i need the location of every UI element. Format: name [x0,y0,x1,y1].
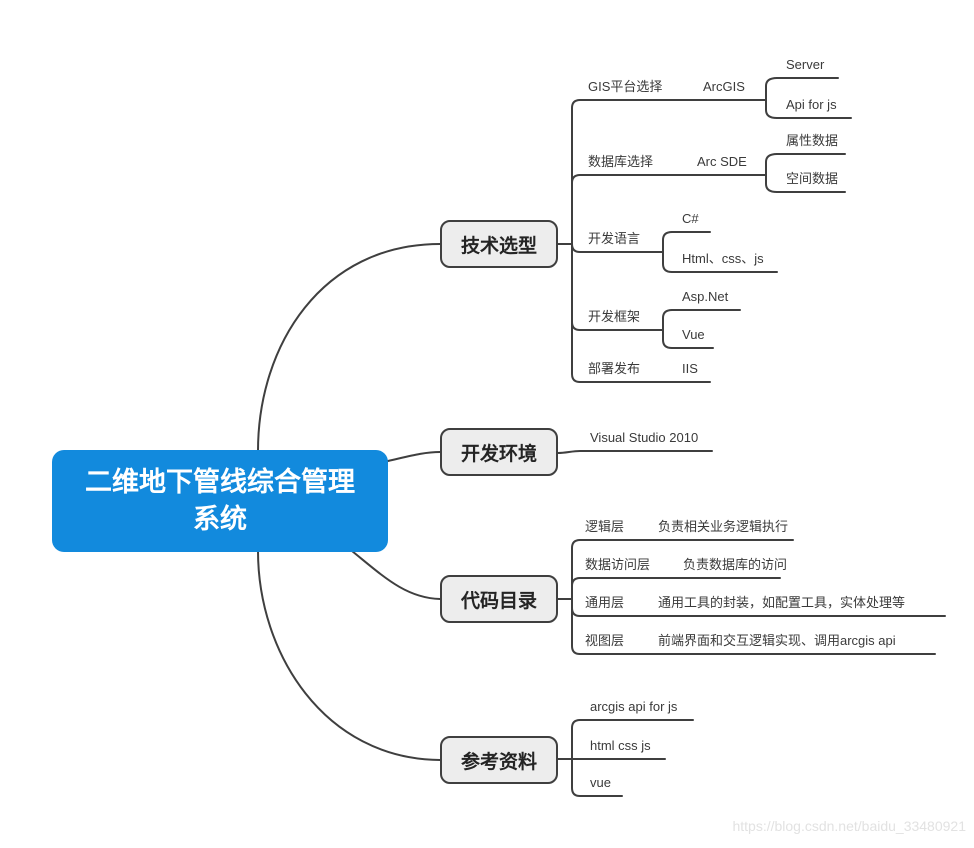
label-api-for-js[interactable]: Api for js [786,97,837,112]
label-aspnet[interactable]: Asp.Net [682,289,729,304]
node-code-label: 代码目录 [460,590,537,612]
label-iis[interactable]: IIS [682,361,698,376]
label-deploy[interactable]: 部署发布 [588,361,641,376]
tech-framework-children-bracket [662,309,673,349]
tech-row-lang-line [571,243,664,253]
ref-trunk [571,719,581,797]
label-server[interactable]: Server [786,57,825,72]
node-env[interactable]: 开发环境 [440,428,558,476]
code-trunk [571,539,581,655]
label-logic-layer[interactable]: 逻辑层 [585,519,625,534]
label-dev-framework[interactable]: 开发框架 [588,309,641,324]
label-ref-arcgis-api[interactable]: arcgis api for js [590,699,678,714]
label-html-css-js[interactable]: Html、css、js [682,251,764,266]
curve-root-to-env [387,451,441,462]
label-arc-sde[interactable]: Arc SDE [697,154,747,169]
curve-root-to-code [351,550,441,600]
label-csharp[interactable]: C# [682,211,699,226]
curve-root-to-ref [257,550,441,761]
tech-lang-children-bracket [662,231,673,273]
label-spatial-data[interactable]: 空间数据 [786,171,839,186]
label-gis-platform[interactable]: GIS平台选择 [588,79,663,94]
label-attr-data[interactable]: 属性数据 [786,133,839,148]
root-topic[interactable]: 二维地下管线综合管理系统 [52,450,388,552]
node-tech[interactable]: 技术选型 [440,220,558,268]
node-ref-label: 参考资料 [460,751,537,773]
node-env-label: 开发环境 [460,443,537,465]
tech-gis-children-bracket [765,77,778,119]
code-row-dataaccess-line [571,577,781,587]
label-ref-vue[interactable]: vue [590,775,611,790]
label-arcgis[interactable]: ArcGIS [703,79,745,94]
label-ref-html-css-js[interactable]: html css js [590,738,651,753]
root-topic-label: 二维地下管线综合管理系统 [85,466,355,534]
label-view-desc[interactable]: 前端界面和交互逻辑实现、调用arcgis api [658,633,896,648]
node-ref[interactable]: 参考资料 [440,736,558,784]
label-vs2010[interactable]: Visual Studio 2010 [590,430,699,445]
label-dev-language[interactable]: 开发语言 [588,231,641,246]
label-view-layer[interactable]: 视图层 [585,633,625,648]
watermark: https://blog.csdn.net/baidu_33480921 [732,818,966,834]
label-logic-desc[interactable]: 负责相关业务逻辑执行 [658,519,789,534]
label-common-layer[interactable]: 通用层 [585,595,625,610]
label-vue[interactable]: Vue [682,327,705,342]
env-row-line [557,450,713,454]
label-data-access-desc[interactable]: 负责数据库的访问 [683,557,788,572]
curve-root-to-tech [257,243,441,452]
tech-db-children-bracket [765,153,778,193]
tech-row-db-line [571,174,767,184]
label-db-select[interactable]: 数据库选择 [588,154,654,169]
label-data-access-layer[interactable]: 数据访问层 [585,557,651,572]
tech-row-framework-line [571,321,664,331]
node-tech-label: 技术选型 [460,235,537,257]
code-row-common-line [571,607,946,617]
label-common-desc[interactable]: 通用工具的封装，如配置工具，实体处理等 [658,595,906,610]
node-code[interactable]: 代码目录 [440,575,558,623]
tech-trunk [571,99,581,383]
